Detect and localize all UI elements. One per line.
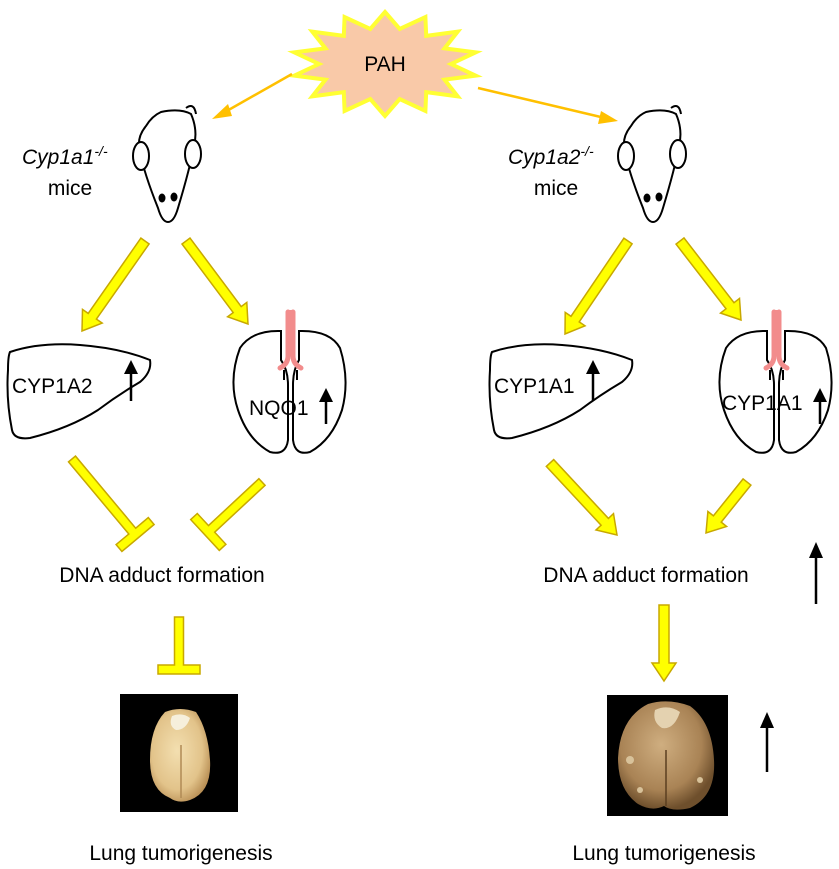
right-dna-label: DNA adduct formation — [543, 564, 748, 587]
inhibit-bar-liver-left — [67, 455, 156, 553]
yellow-pathway-marks — [67, 236, 752, 683]
tumor-photo-left — [120, 694, 238, 812]
yellow-arrow-left-to-liver — [81, 237, 151, 333]
left-liver-label: CYP1A2 — [12, 375, 93, 398]
yellow-arrow-right-to-lung — [674, 236, 742, 322]
mouse-icon-right — [617, 105, 687, 224]
right-lung-label: CYP1A1 — [722, 392, 803, 415]
up-arrow-left-lung — [319, 388, 333, 424]
liver-icon-left — [6, 343, 152, 440]
right-mouse-label: Cyp1a2-/- — [508, 143, 594, 169]
yellow-arrow-liver-to-dna-right — [545, 458, 618, 536]
left-mouse-sup: -/- — [94, 143, 108, 159]
orange-arrow-right — [477, 86, 618, 124]
up-arrow-right-liver — [586, 360, 600, 401]
up-arrow-left-liver — [124, 360, 138, 401]
right-mouse-genotype: Cyp1a2 — [508, 146, 581, 169]
left-mouse-genotype: Cyp1a1 — [22, 146, 94, 169]
up-arrow-right-dna — [809, 542, 823, 604]
left-outcome-label: Lung tumorigenesis — [89, 842, 272, 865]
lung-icon-right — [718, 309, 833, 454]
right-mouse-sup: -/- — [580, 143, 594, 159]
up-arrow-right-tumor — [760, 712, 774, 772]
left-lung-label: NQO1 — [249, 397, 309, 420]
inhibit-bar-lung-left — [189, 477, 267, 552]
up-arrow-right-lung — [813, 388, 827, 424]
right-liver-label: CYP1A1 — [494, 375, 575, 398]
left-mouse-label: Cyp1a1-/- — [22, 143, 108, 169]
mouse-icon-left — [132, 105, 202, 224]
yellow-arrow-left-to-lung — [180, 236, 249, 326]
pah-label: PAH — [364, 53, 406, 76]
left-mouse-line2: mice — [48, 177, 92, 200]
yellow-arrow-dna-to-tumor-right — [650, 604, 678, 683]
lung-icon-left — [232, 309, 347, 454]
right-outcome-label: Lung tumorigenesis — [572, 842, 755, 865]
yellow-arrow-right-to-liver — [564, 237, 634, 336]
left-dna-label: DNA adduct formation — [59, 564, 264, 587]
orange-arrow-left — [212, 72, 293, 119]
inhibit-bar-dna-left — [157, 616, 201, 675]
yellow-arrow-lung-to-dna-right — [705, 477, 752, 535]
right-mouse-line2: mice — [534, 177, 578, 200]
pah-burst: PAH — [287, 8, 483, 120]
tumor-photo-right — [607, 695, 728, 816]
